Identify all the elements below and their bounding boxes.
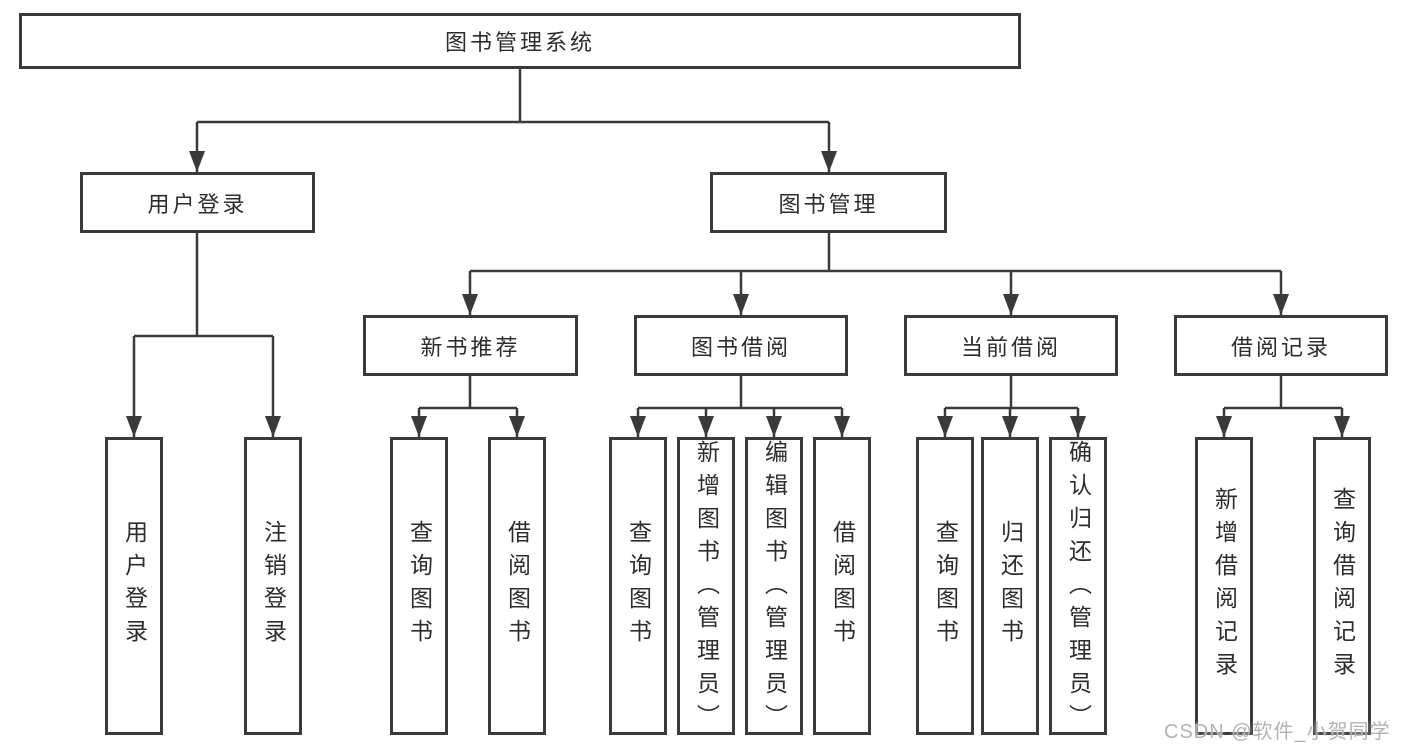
node-label: 用户登录	[147, 191, 248, 217]
leaf-add-borrow-record: 新增借阅记录	[1195, 437, 1253, 735]
node-book-borrow: 图书借阅	[634, 315, 848, 376]
node-borrow-records: 借阅记录	[1174, 315, 1388, 376]
leaf-borrow-book-recommend: 借阅图书	[488, 437, 546, 735]
node-library-management-system: 图书管理系统	[19, 13, 1021, 69]
arrowheads	[126, 151, 1350, 437]
node-label: 注销登录	[260, 520, 287, 652]
node-label: 归还图书	[997, 520, 1024, 652]
node-label: 借阅图书	[829, 520, 856, 652]
leaf-user-login: 用户登录	[105, 437, 163, 735]
node-label: 新增借阅记录	[1211, 487, 1238, 685]
node-label: 图书管理系统	[444, 30, 595, 55]
node-label: 新书推荐	[420, 334, 521, 360]
node-user-login: 用户登录	[80, 172, 315, 233]
node-label: 借阅记录	[1230, 334, 1331, 360]
leaf-borrow-book: 借阅图书	[813, 437, 871, 735]
leaf-query-book-borrow: 查询图书	[609, 437, 667, 735]
node-label: 图书管理	[778, 191, 879, 217]
leaf-query-book-current: 查询图书	[916, 437, 974, 735]
leaf-query-borrow-record: 查询借阅记录	[1313, 437, 1371, 735]
leaf-add-book-admin: 新增图书（管理员）	[677, 437, 735, 737]
node-label: 查询借阅记录	[1329, 487, 1356, 685]
leaf-logout-login: 注销登录	[244, 437, 302, 735]
node-label: 用户登录	[121, 520, 148, 652]
node-label: 图书借阅	[690, 334, 791, 360]
node-label: 新增图书（管理员）	[693, 440, 720, 737]
node-label: 查询图书	[625, 520, 652, 652]
node-label: 查询图书	[406, 520, 433, 652]
node-label: 查询图书	[932, 520, 959, 652]
node-label: 借阅图书	[504, 520, 531, 652]
node-label: 编辑图书（管理员）	[761, 440, 788, 737]
leaf-confirm-return-admin: 确认归还（管理员）	[1049, 437, 1107, 737]
leaf-return-book: 归还图书	[981, 437, 1039, 735]
node-label: 当前借阅	[960, 334, 1061, 360]
leaf-query-book-recommend: 查询图书	[390, 437, 448, 735]
node-new-book-recommend: 新书推荐	[363, 315, 578, 376]
csdn-watermark: CSDN @软件_小贺同学	[1164, 721, 1391, 743]
node-label: 确认归还（管理员）	[1065, 440, 1092, 737]
node-book-management: 图书管理	[710, 172, 947, 233]
node-current-borrow: 当前借阅	[904, 315, 1118, 376]
leaf-edit-book-admin: 编辑图书（管理员）	[745, 437, 803, 737]
